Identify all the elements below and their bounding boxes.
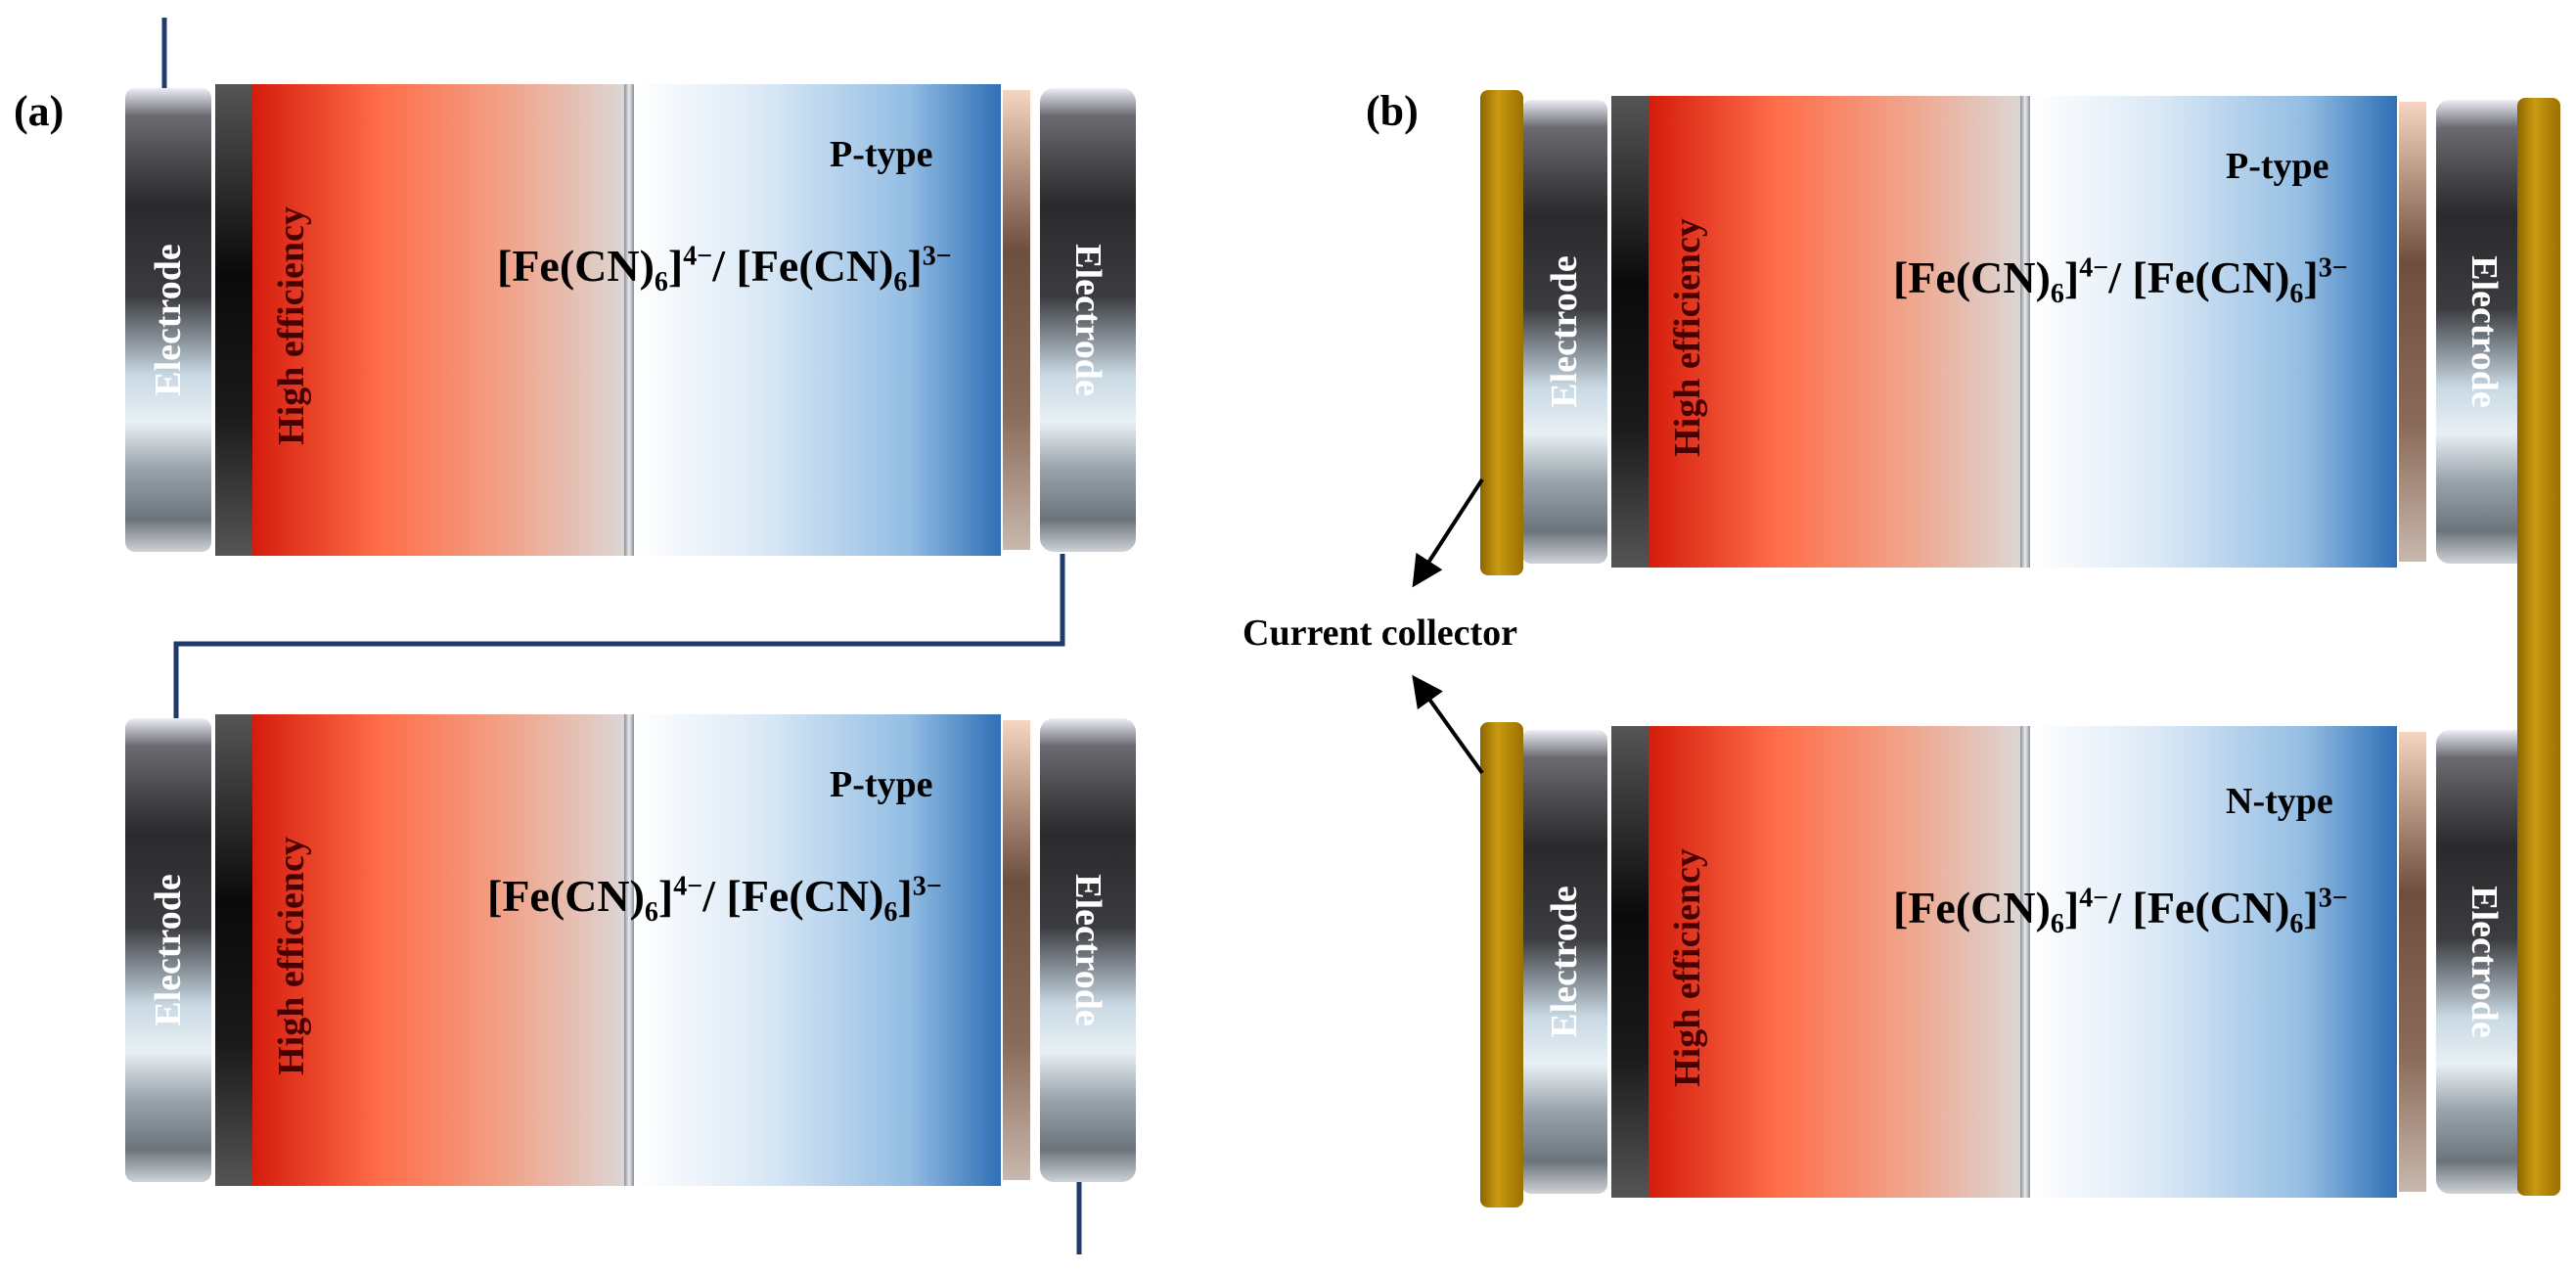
strip-layer — [1003, 720, 1030, 1180]
formula-left-core: [Fe(CN) — [497, 241, 655, 291]
collector-arrow-bottom — [1412, 674, 1484, 775]
formula-right-core: [Fe(CN) — [2132, 252, 2290, 302]
left-electrode-label: Electrode — [1544, 886, 1585, 1038]
hot-region — [1649, 726, 2020, 1198]
cold-region — [634, 84, 1001, 556]
formula-left-sub: 6 — [654, 267, 668, 298]
type-label: P-type — [830, 764, 933, 805]
redox-formula: [Fe(CN)6]4−/ [Fe(CN)6]3− — [1893, 882, 2348, 940]
redox-formula: [Fe(CN)6]4−/ [Fe(CN)6]3− — [487, 870, 942, 929]
high-efficiency-label: High efficiency — [1667, 218, 1708, 457]
formula-right-sub: 6 — [893, 267, 908, 298]
formula-right-close: ] — [907, 241, 923, 291]
left-electrode-label: Electrode — [1544, 255, 1585, 408]
strip-layer — [2399, 732, 2426, 1192]
hot-region — [252, 714, 624, 1186]
formula-separator: / — [712, 241, 737, 291]
formula-left-sub: 6 — [2050, 909, 2064, 940]
formula-left-sub: 6 — [2050, 279, 2064, 310]
left-electrode — [1521, 730, 1607, 1194]
formula-left-close: ] — [657, 871, 674, 921]
cell-a-1 — [125, 714, 1136, 1186]
panel-b-label: (b) — [1366, 87, 1419, 135]
formula-right-charge: 3− — [912, 871, 942, 902]
formula-right-charge: 3− — [2318, 252, 2348, 284]
formula-left-core: [Fe(CN) — [1893, 252, 2051, 302]
current-collector-label: Current collector — [1243, 613, 1518, 654]
left-electrode-label: Electrode — [148, 874, 189, 1026]
right-electrode-label: Electrode — [1067, 244, 1108, 396]
formula-right-core: [Fe(CN) — [2132, 883, 2290, 933]
high-efficiency-label: High efficiency — [271, 837, 312, 1075]
redox-formula: [Fe(CN)6]4−/ [Fe(CN)6]3− — [1893, 251, 2348, 310]
separator — [2020, 726, 2030, 1198]
formula-right-close: ] — [2303, 252, 2319, 302]
current-collector-right — [2517, 98, 2560, 1196]
dark-layer — [215, 714, 252, 1186]
hot-region — [1649, 96, 2020, 568]
formula-left-close: ] — [2063, 252, 2080, 302]
formula-right-charge: 3− — [2318, 883, 2348, 914]
formula-separator: / — [702, 871, 727, 921]
dark-layer — [1611, 96, 1649, 568]
formula-left-close: ] — [2063, 883, 2080, 933]
left-electrode — [1521, 100, 1607, 564]
formula-left-charge: 4− — [683, 241, 713, 272]
dark-layer — [215, 84, 252, 556]
right-electrode-label: Electrode — [2463, 255, 2505, 408]
cold-region — [2030, 726, 2397, 1198]
cold-region — [2030, 96, 2397, 568]
formula-right-close: ] — [2303, 883, 2319, 933]
cell-a-0 — [125, 84, 1136, 556]
formula-right-core: [Fe(CN) — [726, 871, 884, 921]
strip-layer — [1003, 90, 1030, 550]
formula-left-core: [Fe(CN) — [487, 871, 645, 921]
right-electrode-label: Electrode — [2463, 886, 2505, 1038]
formula-left-charge: 4− — [2079, 252, 2109, 284]
formula-right-sub: 6 — [2289, 279, 2304, 310]
cell-b-0 — [1521, 96, 2532, 568]
formula-left-close: ] — [667, 241, 684, 291]
dark-layer — [1611, 726, 1649, 1198]
formula-left-charge: 4− — [2079, 883, 2109, 914]
formula-left-core: [Fe(CN) — [1893, 883, 2051, 933]
current-collector-bottom-left — [1480, 722, 1523, 1207]
right-electrode — [2436, 730, 2532, 1194]
left-electrode — [125, 88, 211, 552]
wire-series-link — [173, 554, 1065, 718]
left-electrode — [125, 718, 211, 1182]
redox-formula: [Fe(CN)6]4−/ [Fe(CN)6]3− — [497, 240, 952, 298]
high-efficiency-label: High efficiency — [271, 206, 312, 445]
high-efficiency-label: High efficiency — [1667, 848, 1708, 1087]
formula-separator: / — [2108, 883, 2133, 933]
formula-right-close: ] — [897, 871, 913, 921]
right-electrode-label: Electrode — [1067, 874, 1108, 1026]
cell-b-1 — [1521, 726, 2532, 1198]
formula-right-charge: 3− — [922, 241, 952, 272]
right-electrode — [1040, 718, 1136, 1182]
formula-right-core: [Fe(CN) — [736, 241, 894, 291]
current-collector-top-left — [1480, 90, 1523, 575]
collector-arrow-top — [1412, 478, 1484, 588]
cold-region — [634, 714, 1001, 1186]
formula-left-charge: 4− — [673, 871, 703, 902]
right-electrode — [2436, 100, 2532, 564]
separator — [2020, 96, 2030, 568]
separator — [624, 714, 634, 1186]
type-label: N-type — [2226, 781, 2333, 822]
type-label: P-type — [830, 134, 933, 175]
formula-separator: / — [2108, 252, 2133, 302]
strip-layer — [2399, 102, 2426, 562]
panel-a-label: (a) — [14, 87, 65, 135]
type-label: P-type — [2226, 146, 2329, 187]
left-electrode-label: Electrode — [148, 244, 189, 396]
formula-right-sub: 6 — [883, 897, 898, 929]
separator — [624, 84, 634, 556]
right-electrode — [1040, 88, 1136, 552]
formula-right-sub: 6 — [2289, 909, 2304, 940]
hot-region — [252, 84, 624, 556]
formula-left-sub: 6 — [644, 897, 658, 929]
